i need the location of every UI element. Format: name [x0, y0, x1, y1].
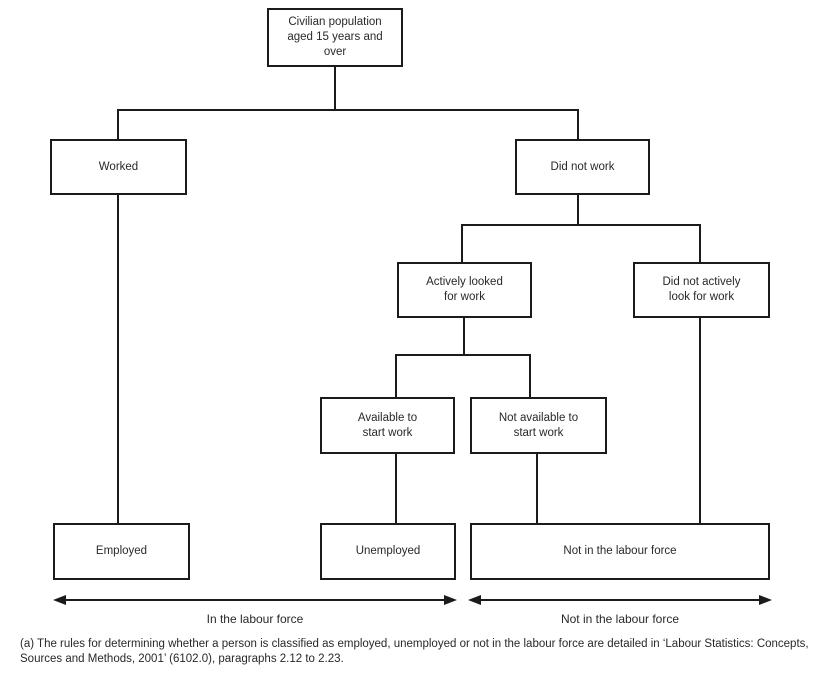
connector-level1-horizontal: [117, 109, 579, 111]
connector-available-to-unemployed: [395, 454, 397, 523]
connector-level2-horizontal: [461, 224, 701, 226]
not-in-labour-force-span-arrow: [468, 594, 772, 606]
connector-to-did-not-work: [577, 110, 579, 139]
arrowhead-left-icon: [53, 595, 66, 605]
in-labour-force-label: In the labour force: [206, 612, 304, 626]
connector-worked-to-employed: [117, 195, 119, 523]
node-actively-looked-for-work: Actively looked for work: [397, 262, 532, 318]
node-available-to-start-work: Available to start work: [320, 397, 455, 454]
connector-to-not-available: [529, 355, 531, 397]
arrowhead-right-icon: [759, 595, 772, 605]
in-labour-force-span-arrow: [53, 594, 457, 606]
node-worked: Worked: [50, 139, 187, 195]
connector-to-actively-looked: [461, 225, 463, 262]
footnote: (a) The rules for determining whether a …: [20, 638, 809, 665]
connector-to-available: [395, 355, 397, 397]
connector-civilian-down: [334, 67, 336, 110]
node-did-not-actively-look: Did not actively look for work: [633, 262, 770, 318]
arrow-shaft: [477, 599, 763, 601]
arrowhead-right-icon: [444, 595, 457, 605]
node-not-available-to-start-work: Not available to start work: [470, 397, 607, 454]
node-did-not-work: Did not work: [515, 139, 650, 195]
connector-not-available-to-nilf: [536, 454, 538, 523]
node-employed: Employed: [53, 523, 190, 580]
node-not-in-the-labour-force: Not in the labour force: [470, 523, 770, 580]
connector-to-worked: [117, 110, 119, 139]
node-unemployed: Unemployed: [320, 523, 456, 580]
connector-to-did-not-actively-look: [699, 225, 701, 262]
connector-level3-horizontal: [395, 354, 531, 356]
connector-did-not-work-down: [577, 195, 579, 225]
not-in-labour-force-label: Not in the labour force: [560, 612, 680, 626]
arrow-shaft: [62, 599, 448, 601]
connector-did-not-actively-to-nilf: [699, 318, 701, 523]
arrowhead-left-icon: [468, 595, 481, 605]
node-civilian-population: Civilian population aged 15 years and ov…: [267, 8, 403, 67]
connector-actively-looked-down: [463, 318, 465, 355]
